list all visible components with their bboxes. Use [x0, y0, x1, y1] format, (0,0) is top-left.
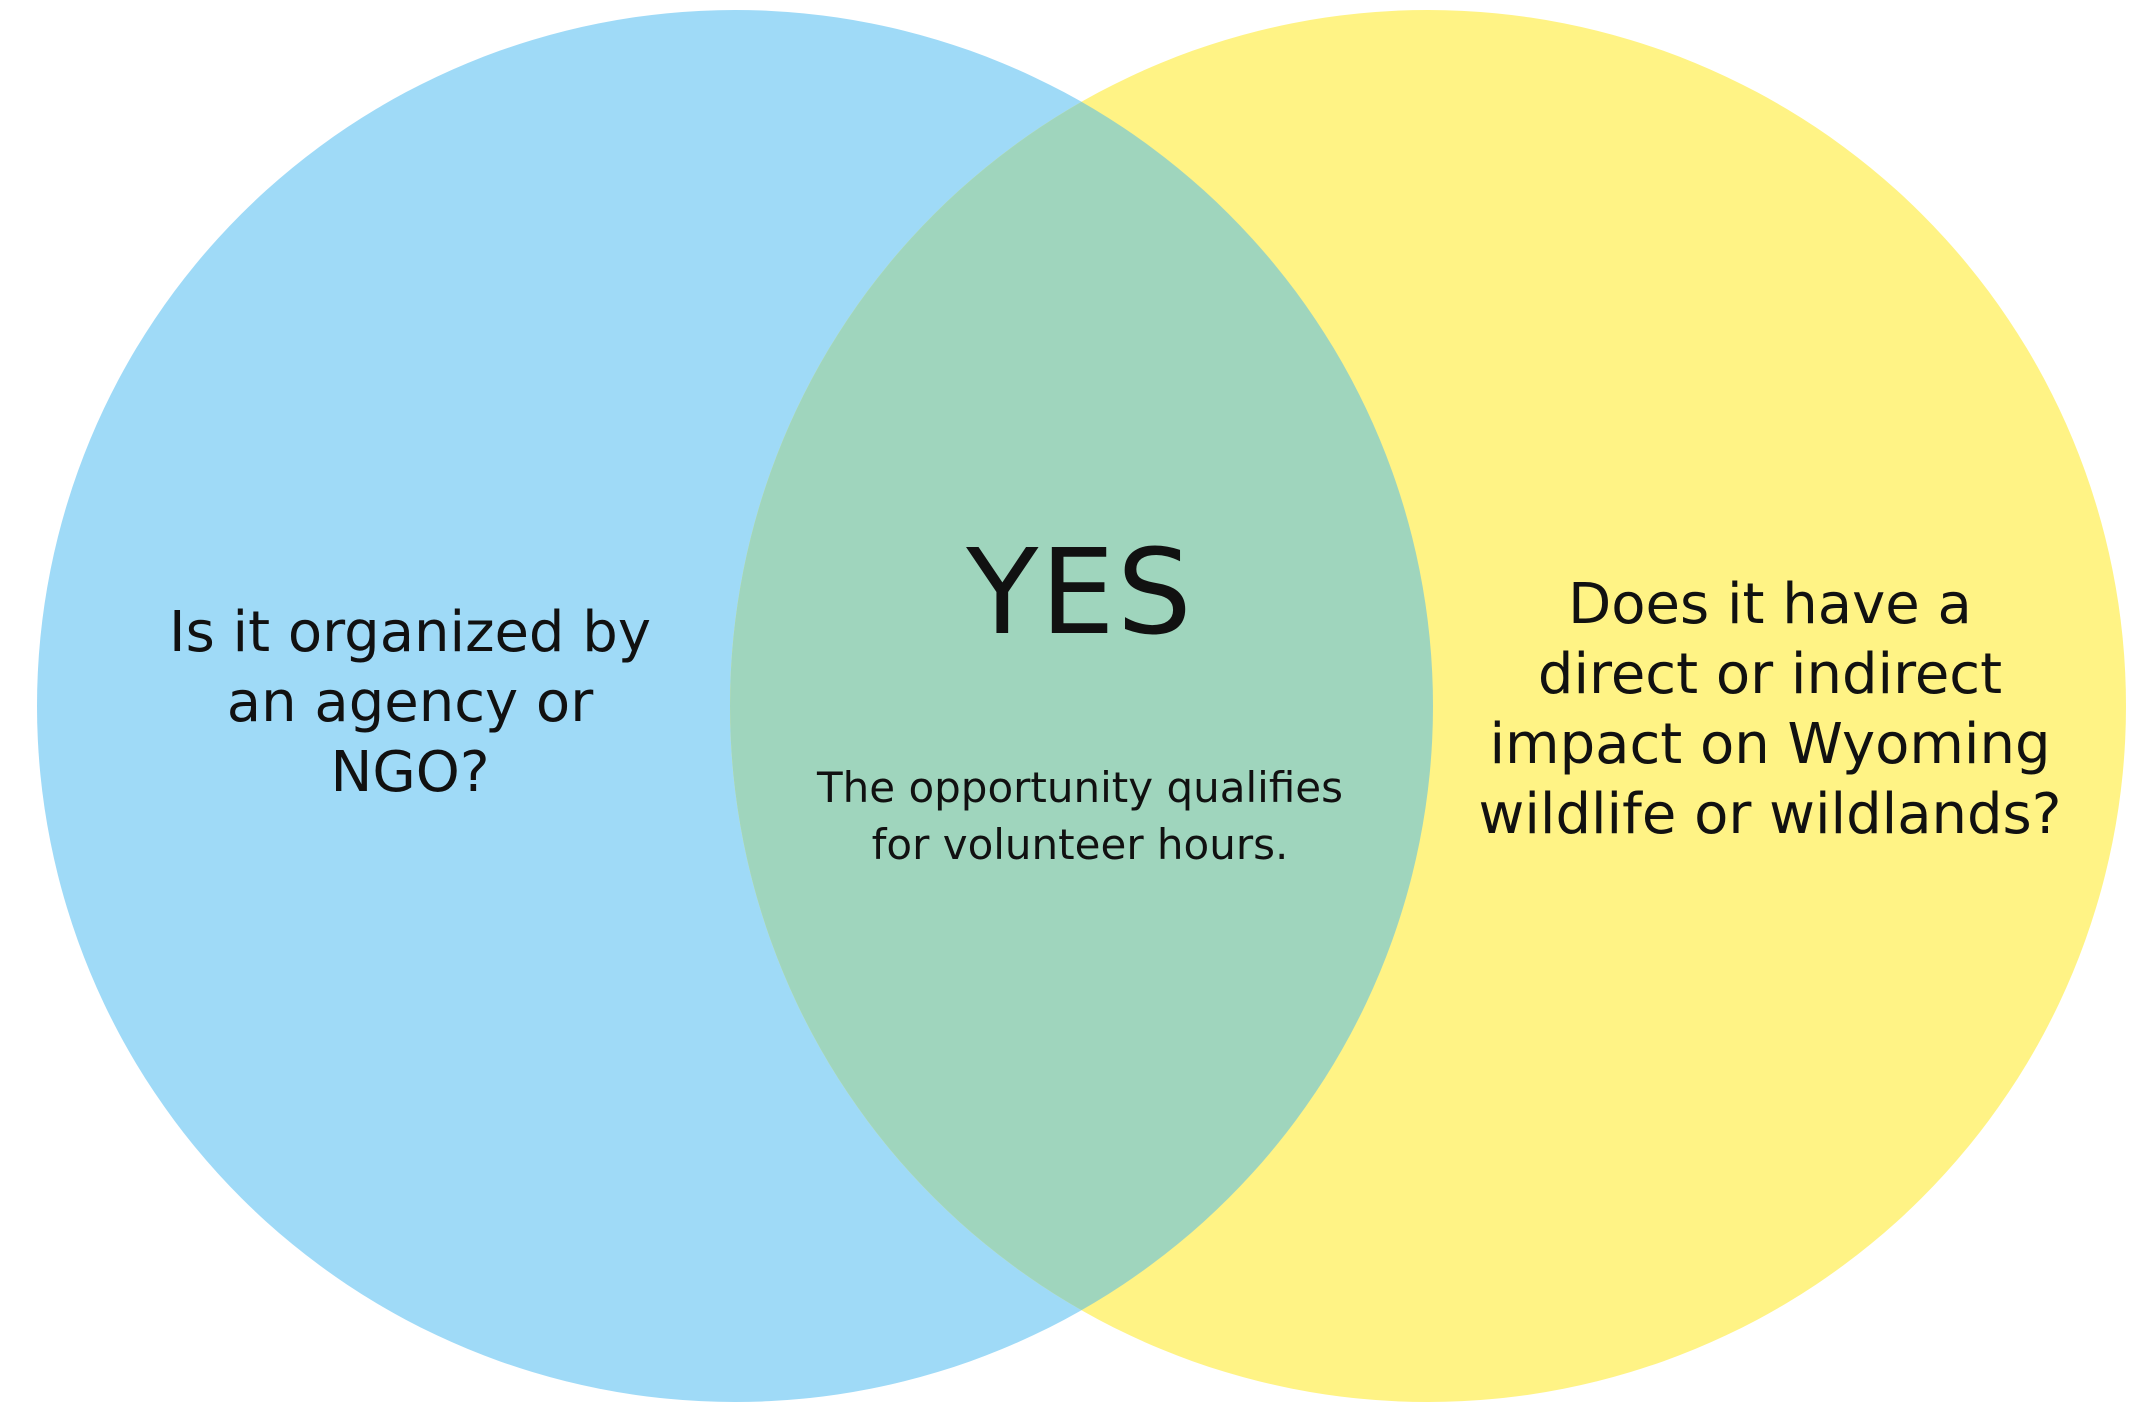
- overlap-note: The opportunity qualifies for volunteer …: [816, 763, 1344, 869]
- overlap-heading: YES: [966, 523, 1194, 661]
- right-circle-label: Does it have a direct or indirect impact…: [1478, 572, 2062, 847]
- left-circle-label: Is it organized by an agency or NGO?: [169, 600, 651, 805]
- overlap-region: [730, 10, 1433, 1402]
